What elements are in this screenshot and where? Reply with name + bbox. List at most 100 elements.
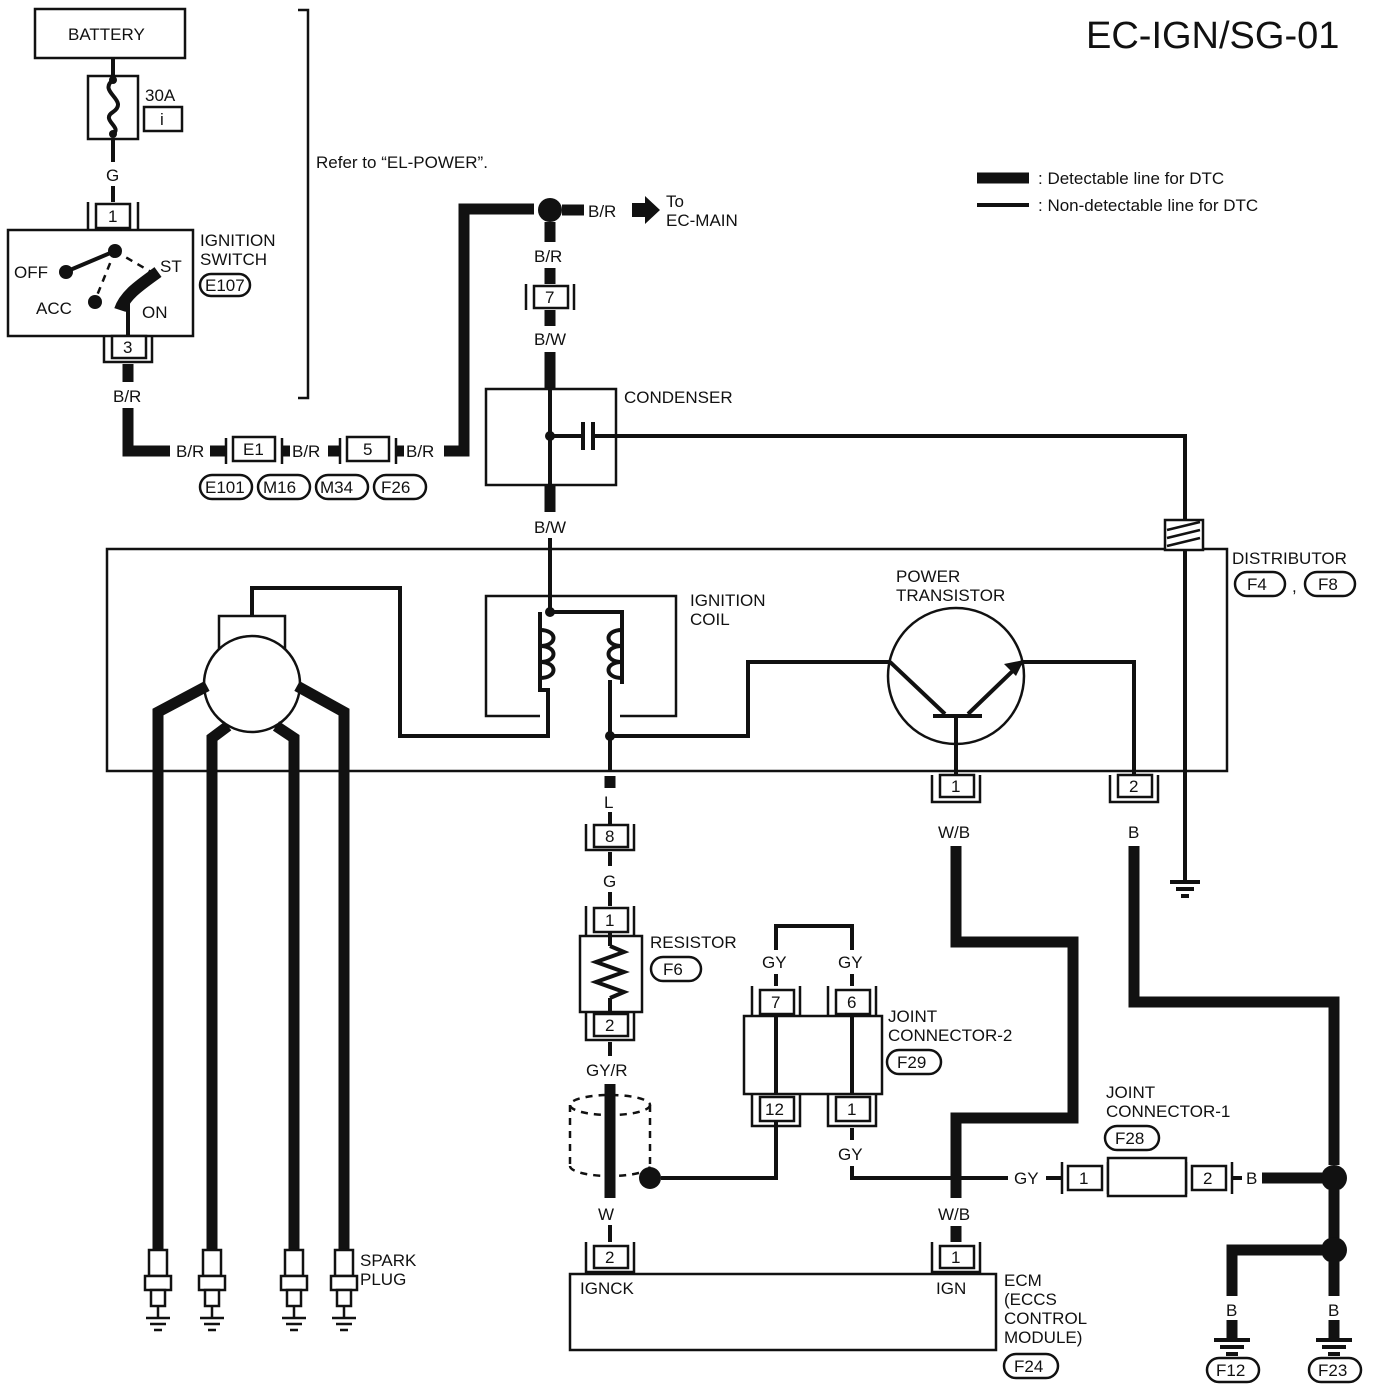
svg-text:B/R: B/R bbox=[406, 442, 434, 461]
svg-text:W/B: W/B bbox=[938, 823, 970, 842]
svg-text:G: G bbox=[603, 872, 616, 891]
legend: : Detectable line for DTC : Non-detectab… bbox=[977, 169, 1258, 215]
svg-text:1: 1 bbox=[108, 207, 117, 226]
ignition-switch-connector: E107 bbox=[205, 276, 245, 295]
resistor-label: RESISTOR bbox=[650, 933, 737, 952]
svg-text:CONTROL: CONTROL bbox=[1004, 1309, 1087, 1328]
svg-text:F24: F24 bbox=[1014, 1357, 1043, 1376]
svg-text:PLUG: PLUG bbox=[360, 1270, 406, 1289]
joint-connector-2: GY GY 7 6 12 1 bbox=[742, 924, 884, 1128]
svg-text:EC-MAIN: EC-MAIN bbox=[666, 211, 738, 230]
svg-text:GY: GY bbox=[838, 1145, 863, 1164]
svg-text:GY: GY bbox=[838, 953, 863, 972]
joint-connector-1: 1 2 bbox=[1060, 1156, 1234, 1198]
svg-text:2: 2 bbox=[605, 1016, 614, 1035]
svg-text:B/R: B/R bbox=[588, 202, 616, 221]
power-transistor-label: POWER bbox=[896, 567, 960, 586]
battery: BATTERY bbox=[33, 7, 187, 60]
spark-plugs bbox=[143, 1248, 359, 1332]
svg-text:B/R: B/R bbox=[292, 442, 320, 461]
ecm-terminal-ign: IGN bbox=[936, 1279, 966, 1298]
ecm-terminal-igcnk: IGNCK bbox=[580, 1279, 635, 1298]
svg-text:1: 1 bbox=[951, 777, 960, 796]
svg-text:F8: F8 bbox=[1318, 575, 1338, 594]
svg-text:2: 2 bbox=[1129, 777, 1138, 796]
svg-text:B: B bbox=[1226, 1301, 1237, 1320]
svg-text:MODULE): MODULE) bbox=[1004, 1328, 1082, 1347]
ground-icon bbox=[1214, 1338, 1250, 1356]
svg-text:L: L bbox=[604, 793, 613, 812]
ecm-label: ECM bbox=[1004, 1271, 1042, 1290]
svg-text:W/B: W/B bbox=[938, 1205, 970, 1224]
ignition-switch: OFF ACC ON ST bbox=[6, 228, 195, 338]
refer-note: Refer to “EL-POWER”. bbox=[316, 153, 488, 172]
svg-text:E101: E101 bbox=[205, 478, 245, 497]
switch-position-st: ST bbox=[160, 257, 182, 276]
svg-text:F28: F28 bbox=[1115, 1129, 1144, 1148]
shield-ground-symbol bbox=[1163, 518, 1205, 552]
svg-text:G: G bbox=[106, 166, 119, 185]
svg-text:7: 7 bbox=[771, 993, 780, 1012]
fuse: 30A i bbox=[86, 74, 184, 141]
svg-text:B/W: B/W bbox=[534, 330, 566, 349]
svg-text:B/R: B/R bbox=[113, 387, 141, 406]
svg-text:2: 2 bbox=[605, 1248, 614, 1267]
svg-text:B/R: B/R bbox=[534, 247, 562, 266]
svg-text:B/R: B/R bbox=[176, 442, 204, 461]
svg-text:COIL: COIL bbox=[690, 610, 730, 629]
svg-text:GY: GY bbox=[762, 953, 787, 972]
svg-text:SWITCH: SWITCH bbox=[200, 250, 267, 269]
svg-text:BATTERY: BATTERY bbox=[68, 25, 145, 44]
legend-non-detectable: : Non-detectable line for DTC bbox=[1038, 196, 1258, 215]
svg-text:1: 1 bbox=[605, 911, 614, 930]
svg-text:B: B bbox=[1246, 1169, 1257, 1188]
svg-text:1: 1 bbox=[951, 1248, 960, 1267]
svg-text:CONNECTOR-2: CONNECTOR-2 bbox=[888, 1026, 1012, 1045]
connector-5: 5 bbox=[363, 440, 372, 459]
to-ec-main-arrow-icon bbox=[632, 196, 660, 224]
svg-text:2: 2 bbox=[1203, 1169, 1212, 1188]
legend-detectable: : Detectable line for DTC bbox=[1038, 169, 1224, 188]
svg-text:(ECCS: (ECCS bbox=[1004, 1290, 1057, 1309]
joint-connector-1-label: JOINT bbox=[1106, 1083, 1155, 1102]
svg-text:CONNECTOR-1: CONNECTOR-1 bbox=[1106, 1102, 1230, 1121]
svg-text:F29: F29 bbox=[897, 1053, 926, 1072]
svg-text:GY/R: GY/R bbox=[586, 1061, 628, 1080]
ignition-coil bbox=[484, 549, 890, 770]
condenser-label: CONDENSER bbox=[624, 388, 733, 407]
diagram-title: EC-IGN/SG-01 bbox=[1086, 15, 1339, 57]
svg-text:M16: M16 bbox=[263, 478, 296, 497]
svg-text:1: 1 bbox=[847, 1100, 856, 1119]
switch-position-acc: ACC bbox=[36, 299, 72, 318]
distributor-rotor bbox=[152, 586, 550, 1250]
ignition-coil-label: IGNITION bbox=[690, 591, 766, 610]
ground-f23: F23 bbox=[1318, 1361, 1347, 1380]
svg-text:TRANSISTOR: TRANSISTOR bbox=[896, 586, 1005, 605]
ecm: 2 1 IGNCK IGN bbox=[568, 1242, 998, 1352]
ground-icon bbox=[1170, 880, 1200, 898]
connector-8: 8 bbox=[605, 827, 614, 846]
inline-connector-ids: E101 M16 M34 F26 bbox=[198, 473, 428, 501]
svg-text:,: , bbox=[1292, 577, 1297, 596]
ignition-switch-label: IGNITION bbox=[200, 231, 276, 250]
svg-text:3: 3 bbox=[123, 338, 132, 357]
shielded-wire bbox=[568, 1084, 778, 1198]
connector-7: 7 bbox=[545, 288, 554, 307]
svg-text:M34: M34 bbox=[320, 478, 353, 497]
ground-f12: F12 bbox=[1216, 1361, 1245, 1380]
svg-text:F4: F4 bbox=[1247, 575, 1267, 594]
svg-text:To: To bbox=[666, 192, 684, 211]
fuse-rating: 30A bbox=[145, 86, 176, 105]
svg-text:W: W bbox=[598, 1205, 614, 1224]
svg-text:F6: F6 bbox=[663, 960, 683, 979]
power-transistor bbox=[886, 606, 1136, 775]
spark-plug-label: SPARK bbox=[360, 1251, 417, 1270]
svg-text:6: 6 bbox=[847, 993, 856, 1012]
svg-text:B: B bbox=[1128, 823, 1139, 842]
switch-position-on: ON bbox=[142, 303, 168, 322]
svg-text:B: B bbox=[1328, 1301, 1339, 1320]
svg-text:B/W: B/W bbox=[534, 518, 566, 537]
connector-e1: E1 bbox=[243, 440, 264, 459]
distributor-label: DISTRIBUTOR bbox=[1232, 549, 1347, 568]
